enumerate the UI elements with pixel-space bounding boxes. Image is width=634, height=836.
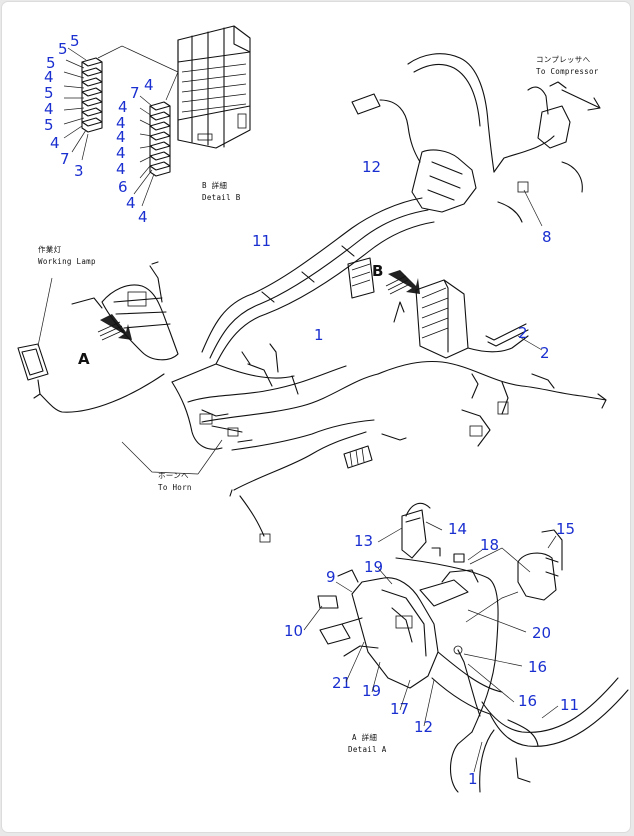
callout-3: 3 — [74, 162, 84, 180]
leader-lines-detail-b — [63, 45, 179, 207]
callout-5: 5 — [46, 54, 56, 72]
horn-harness — [121, 431, 367, 543]
callout-1: 1 — [314, 326, 324, 344]
working-lamp — [17, 277, 165, 413]
view-label-a: A — [78, 350, 90, 368]
callout-4: 4 — [116, 128, 126, 146]
callout-4: 4 — [144, 76, 154, 94]
connector-strip — [343, 433, 407, 469]
callout-19: 19 — [364, 558, 383, 576]
callout-16: 16 — [518, 692, 537, 710]
callout-13: 13 — [354, 532, 373, 550]
compressor-label-jp: コンプレッサへ — [536, 55, 591, 64]
horn-label-jp: ホーンへ — [158, 471, 189, 480]
callout-19: 19 — [362, 682, 381, 700]
callout-10: 10 — [284, 622, 303, 640]
callout-4: 4 — [116, 160, 126, 178]
callout-4: 4 — [50, 134, 60, 152]
callout-7: 7 — [130, 84, 140, 102]
fuse-stack-right — [149, 101, 171, 177]
callout-20: 20 — [532, 624, 551, 642]
callout-18: 18 — [480, 536, 499, 554]
callout-9: 9 — [326, 568, 336, 586]
working-lamp-label-en: Working Lamp — [38, 257, 96, 266]
callout-11: 11 — [560, 696, 579, 714]
main-wiring-harness — [171, 197, 607, 423]
callout-4: 4 — [44, 68, 54, 86]
callout-16: 16 — [528, 658, 547, 676]
callout-2: 2 — [518, 324, 528, 342]
detail-b-label-en: Detail B — [202, 193, 241, 202]
callout-5: 5 — [70, 32, 80, 50]
callout-12: 12 — [362, 158, 381, 176]
view-arrow-b — [385, 270, 420, 295]
detail-a-label-en: Detail A — [348, 745, 387, 754]
callout-4: 4 — [138, 208, 148, 226]
callout-15: 15 — [556, 520, 575, 538]
detail-b-label-jp: B 詳細 — [202, 180, 227, 190]
callout-5: 5 — [44, 116, 54, 134]
upper-right-harness — [351, 53, 601, 227]
right-connector-chain — [461, 323, 555, 447]
callout-4: 4 — [116, 144, 126, 162]
detail-a-leaders — [303, 521, 559, 773]
callout-17: 17 — [390, 700, 409, 718]
callout-5: 5 — [44, 84, 54, 102]
callout-numbers: 5 5 5 4 5 4 5 4 7 3 7 4 4 4 4 4 4 6 4 4 … — [44, 32, 579, 788]
working-lamp-label-jp: 作業灯 — [38, 244, 62, 254]
detail-a-tubes — [395, 557, 629, 793]
callout-4: 4 — [126, 194, 136, 212]
callout-4: 4 — [44, 100, 54, 118]
callout-7: 7 — [60, 150, 70, 168]
callout-14: 14 — [448, 520, 467, 538]
callout-12: 12 — [414, 718, 433, 736]
controller-box — [347, 257, 469, 359]
lower-harness-cluster — [171, 343, 375, 451]
callout-5: 5 — [58, 40, 68, 58]
callout-8: 8 — [542, 228, 552, 246]
callout-1: 1 — [468, 770, 478, 788]
callout-21: 21 — [332, 674, 351, 692]
horn-label-en: To Horn — [158, 483, 192, 492]
callout-4: 4 — [116, 114, 126, 132]
compressor-label-en: To Compressor — [536, 67, 599, 76]
callout-11: 11 — [252, 232, 271, 250]
detail-a-label-jp: A 詳細 — [352, 732, 377, 742]
fuse-stack-left — [81, 57, 103, 133]
fuse-box-assembly — [177, 25, 251, 149]
cab-frame-assembly — [71, 261, 179, 361]
callout-4: 4 — [118, 98, 128, 116]
callout-2: 2 — [540, 344, 550, 362]
view-label-b: B — [372, 262, 383, 280]
callout-6: 6 — [118, 178, 128, 196]
